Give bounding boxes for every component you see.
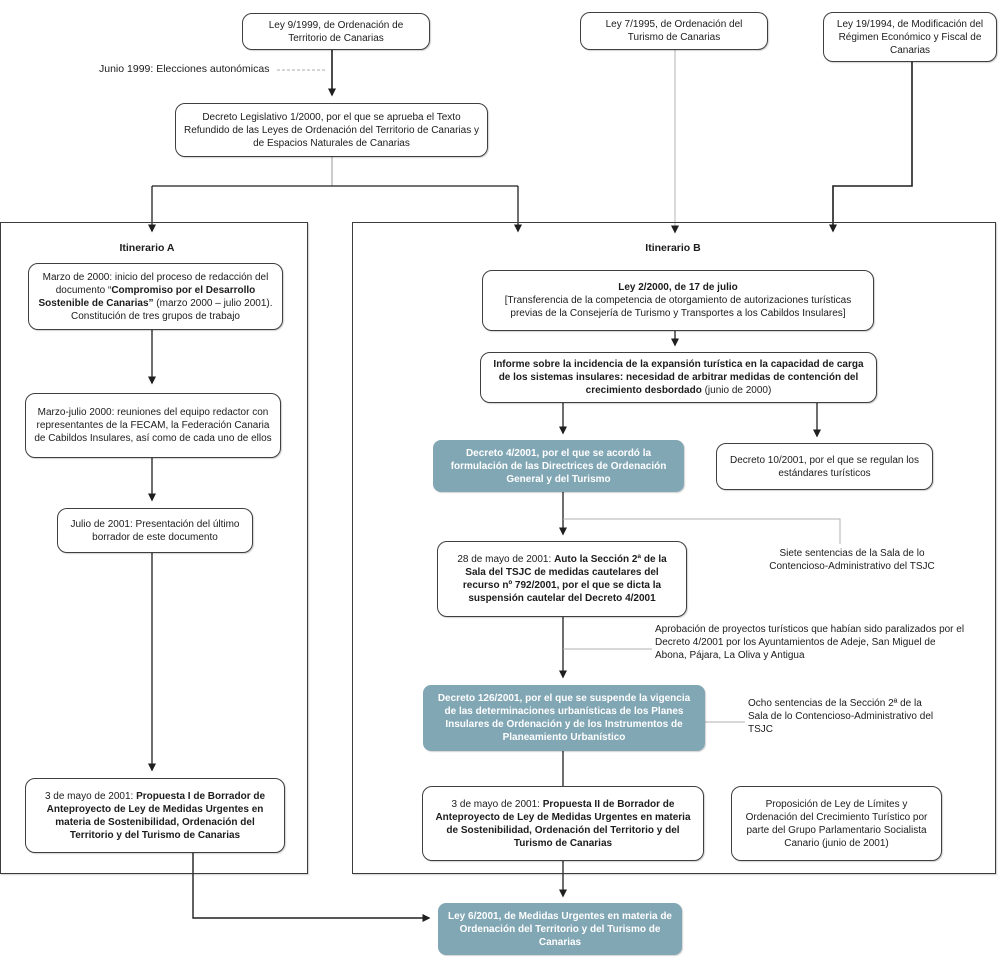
arrow-propuesta1-to-ley6 bbox=[192, 853, 431, 922]
informe-bold: Informe sobre la incidencia de la expans… bbox=[493, 359, 864, 396]
node-marzo-2000-compromiso: Marzo de 2000: inicio del proceso de red… bbox=[28, 263, 283, 330]
annotation-siete-sentencias: Siete sentencias de la Sala de lo Conten… bbox=[752, 547, 952, 573]
line-to-siete-sentencias bbox=[563, 518, 841, 544]
propuesta-2-pre: 3 de mayo de 2001: bbox=[451, 798, 543, 810]
marzo-julio-2000-text: Marzo-julio 2000: reuniones del equipo r… bbox=[34, 407, 272, 444]
node-decreto-4-2001: Decreto 4/2001, por el que se acordó la … bbox=[433, 440, 684, 492]
decreto-10-2001-text: Decreto 10/2001, por el que se regulan l… bbox=[729, 454, 919, 479]
informe-post: (junio de 2000) bbox=[701, 385, 772, 396]
decreto-4-2001-text: Decreto 4/2001, por el que se acordó la … bbox=[450, 447, 667, 485]
proposicion-text: Proposición de Ley de Límites y Ordenaci… bbox=[745, 798, 928, 849]
node-ley-19-1994: Ley 19/1994, de Modificación del Régimen… bbox=[823, 12, 997, 62]
node-informe-capacidad-carga: Informe sobre la incidencia de la expans… bbox=[480, 352, 877, 403]
node-ley-7-1995: Ley 7/1995, de Ordenación del Turismo de… bbox=[580, 12, 768, 50]
node-marzo-julio-2000-reuniones: Marzo-julio 2000: reuniones del equipo r… bbox=[25, 393, 281, 458]
auto-tsjc-pre: 28 de mayo de 2001: bbox=[457, 554, 555, 565]
node-ley-9-1999: Ley 9/1999, de Ordenación de Territorio … bbox=[242, 13, 430, 50]
node-propuesta-2: 3 de mayo de 2001: Propuesta II de Borra… bbox=[422, 786, 704, 861]
ley-2-2000-title: Ley 2/2000, de 17 de julio bbox=[618, 282, 738, 293]
node-auto-tsjc: 28 de mayo de 2001: Auto la Sección 2ª d… bbox=[437, 541, 687, 617]
propuesta-1-pre: 3 de mayo de 2001: bbox=[44, 790, 137, 802]
propuesta-1-bold: Propuesta I de Borrador de Anteproyecto … bbox=[46, 790, 266, 841]
node-decreto-legislativo-1-2000: Decreto Legislativo 1/2000, por el que s… bbox=[175, 103, 488, 157]
marzo-2000-bold: Compromiso por el Desarrollo Sostenible … bbox=[38, 284, 256, 309]
arrow-ley19-into-itinerario-b bbox=[829, 62, 913, 233]
propuesta-2-bold: Propuesta II de Borrador de Anteproyecto… bbox=[435, 798, 691, 849]
node-proposicion-ley-limites: Proposición de Ley de Límites y Ordenaci… bbox=[731, 786, 942, 861]
auto-tsjc-bold: Auto la Sección 2ª de la Sala del TSJC d… bbox=[462, 554, 667, 604]
node-propuesta-1: 3 de mayo de 2001: Propuesta I de Borrad… bbox=[25, 778, 285, 853]
ley-6-2001-text: Ley 6/2001, de Medidas Urgentes en mater… bbox=[448, 910, 672, 948]
node-decreto-126-2001: Decreto 126/2001, por el que se suspende… bbox=[423, 685, 705, 751]
node-julio-2001-borrador: Julio de 2001: Presentación del último b… bbox=[57, 508, 253, 553]
julio-2001-text: Julio de 2001: Presentación del último b… bbox=[70, 518, 240, 543]
marzo-2000-pre: Marzo de 2000: inicio del proceso de red… bbox=[42, 271, 269, 296]
label-itinerario-b: Itinerario B bbox=[645, 242, 701, 254]
decreto-126-2001-text: Decreto 126/2001, por el que se suspende… bbox=[437, 693, 691, 743]
container-itinerario-a bbox=[0, 222, 308, 874]
marzo-2000-post: (marzo 2000 – julio 2001). Constitución … bbox=[71, 297, 273, 322]
annotation-junio-1999: Junio 1999: Elecciones autonómicas bbox=[99, 63, 270, 75]
ley-2-2000-body: [Transferencia de la competencia de otor… bbox=[504, 295, 852, 319]
node-decreto-10-2001: Decreto 10/2001, por el que se regulan l… bbox=[716, 443, 933, 490]
node-ley-7-1995-text: Ley 7/1995, de Ordenación del Turismo de… bbox=[605, 19, 743, 43]
node-ley-2-2000: Ley 2/2000, de 17 de julio [Transferenci… bbox=[482, 270, 874, 331]
container-itinerario-b bbox=[352, 222, 996, 874]
annotation-aprobacion-proyectos: Aprobación de proyectos turísticos que h… bbox=[655, 623, 967, 662]
label-itinerario-a: Itinerario A bbox=[119, 242, 175, 254]
node-ley-9-1999-text: Ley 9/1999, de Ordenación de Territorio … bbox=[268, 19, 404, 44]
node-ley-19-1994-text: Ley 19/1994, de Modificación del Régimen… bbox=[836, 18, 984, 56]
node-ley-6-2001: Ley 6/2001, de Medidas Urgentes en mater… bbox=[438, 903, 682, 955]
node-decreto-legislativo-text: Decreto Legislativo 1/2000, por el que s… bbox=[184, 111, 479, 149]
annotation-ocho-sentencias: Ocho sentencias de la Sección 2ª de la S… bbox=[748, 697, 938, 736]
